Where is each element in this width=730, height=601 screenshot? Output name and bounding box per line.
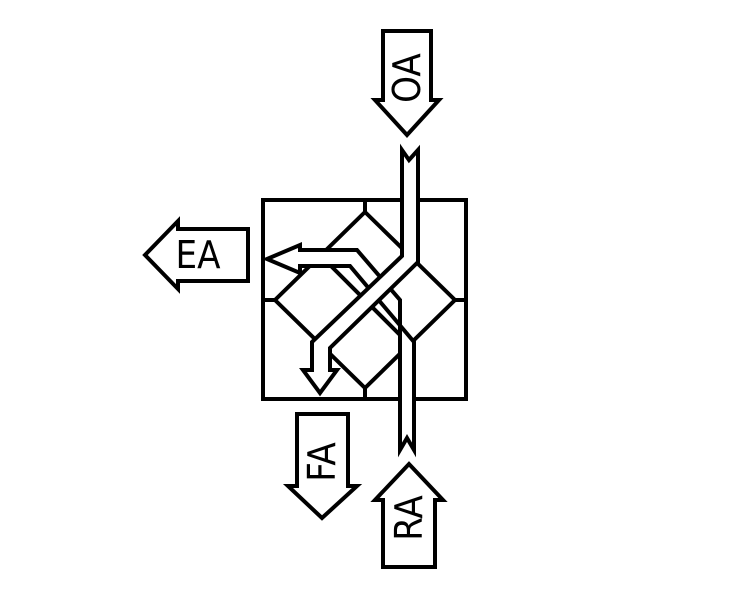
ra-arrow: RA <box>370 461 448 569</box>
oa-label: OA <box>385 53 429 103</box>
ea-label: EA <box>176 233 222 277</box>
fresh-air-flow-path <box>299 143 420 397</box>
ea-arrow: EA <box>142 216 250 294</box>
oa-arrow: OA <box>370 29 444 138</box>
ra-label: RA <box>387 495 431 541</box>
fa-label: FA <box>300 442 344 482</box>
fa-arrow: FA <box>282 412 363 521</box>
